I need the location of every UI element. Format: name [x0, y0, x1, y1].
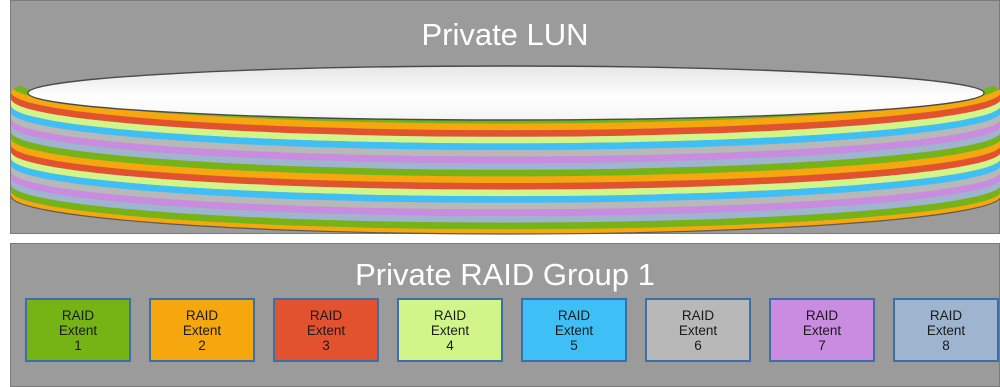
extent-label-extent: Extent — [554, 322, 594, 338]
disk-top-surface — [27, 65, 985, 121]
extent-number: 4 — [446, 337, 454, 353]
raid-extent-7: RAID Extent 7 — [769, 298, 875, 362]
disk-stripe — [11, 151, 1000, 197]
disk-stripe — [11, 112, 1000, 157]
extent-label-extent: Extent — [926, 322, 966, 338]
disk-stripe — [11, 191, 1000, 234]
extent-number: 6 — [694, 337, 702, 353]
raid-extent-3: RAID Extent 3 — [273, 298, 379, 362]
extent-label-extent: Extent — [306, 322, 346, 338]
raid-extent-list: RAID Extent 1 RAID Extent 2 RAID Extent … — [11, 298, 1000, 362]
extent-label-raid: RAID — [309, 307, 343, 323]
extent-number: 2 — [198, 337, 206, 353]
extent-number: 1 — [74, 337, 82, 353]
raid-extent-2: RAID Extent 2 — [149, 298, 255, 362]
raid-extent-6: RAID Extent 6 — [645, 298, 751, 362]
disk-stripe — [11, 164, 1000, 210]
disk-stripe — [11, 85, 1000, 131]
extent-label-extent: Extent — [802, 322, 842, 338]
extent-number: 7 — [818, 337, 826, 353]
disk-stripe — [11, 158, 1000, 203]
private-lun-title: Private LUN — [421, 17, 589, 52]
disk-stripe — [11, 171, 1000, 216]
extent-label-extent: Extent — [182, 322, 222, 338]
raid-group-title: Private RAID Group 1 — [355, 257, 655, 292]
lun-disk-graphic — [11, 65, 1000, 235]
disk-stripe — [11, 118, 1000, 164]
raid-extent-5: RAID Extent 5 — [521, 298, 627, 362]
disk-stripe — [11, 184, 1000, 230]
extent-number: 8 — [942, 337, 950, 353]
extent-label-extent: Extent — [678, 322, 718, 338]
extent-label-raid: RAID — [433, 307, 467, 323]
extent-label-extent: Extent — [58, 322, 98, 338]
disk-stripe — [11, 98, 1000, 144]
extent-label-raid: RAID — [805, 307, 839, 323]
extent-number: 3 — [322, 337, 330, 353]
extent-label-raid: RAID — [557, 307, 591, 323]
raid-extent-4: RAID Extent 4 — [397, 298, 503, 362]
extent-label-raid: RAID — [61, 307, 95, 323]
disk-stripe — [11, 138, 1000, 183]
raid-extent-8: RAID Extent 8 — [893, 298, 999, 362]
extent-label-raid: RAID — [929, 307, 963, 323]
extent-number: 5 — [570, 337, 578, 353]
raid-extent-1: RAID Extent 1 — [25, 298, 131, 362]
extent-label-raid: RAID — [681, 307, 715, 323]
private-raid-group-panel: Private RAID Group 1 RAID Extent 1 RAID … — [10, 243, 1000, 387]
extent-label-extent: Extent — [430, 322, 470, 338]
extent-label-raid: RAID — [185, 307, 219, 323]
disk-stripe — [11, 125, 1000, 170]
disk-stripe — [11, 131, 1000, 177]
private-lun-panel: Private LUN — [10, 0, 1000, 235]
disk-stripe — [11, 178, 1000, 223]
disk-stripe — [11, 92, 1000, 137]
disk-stripe — [11, 145, 1000, 190]
disk-stripe — [11, 105, 1000, 150]
